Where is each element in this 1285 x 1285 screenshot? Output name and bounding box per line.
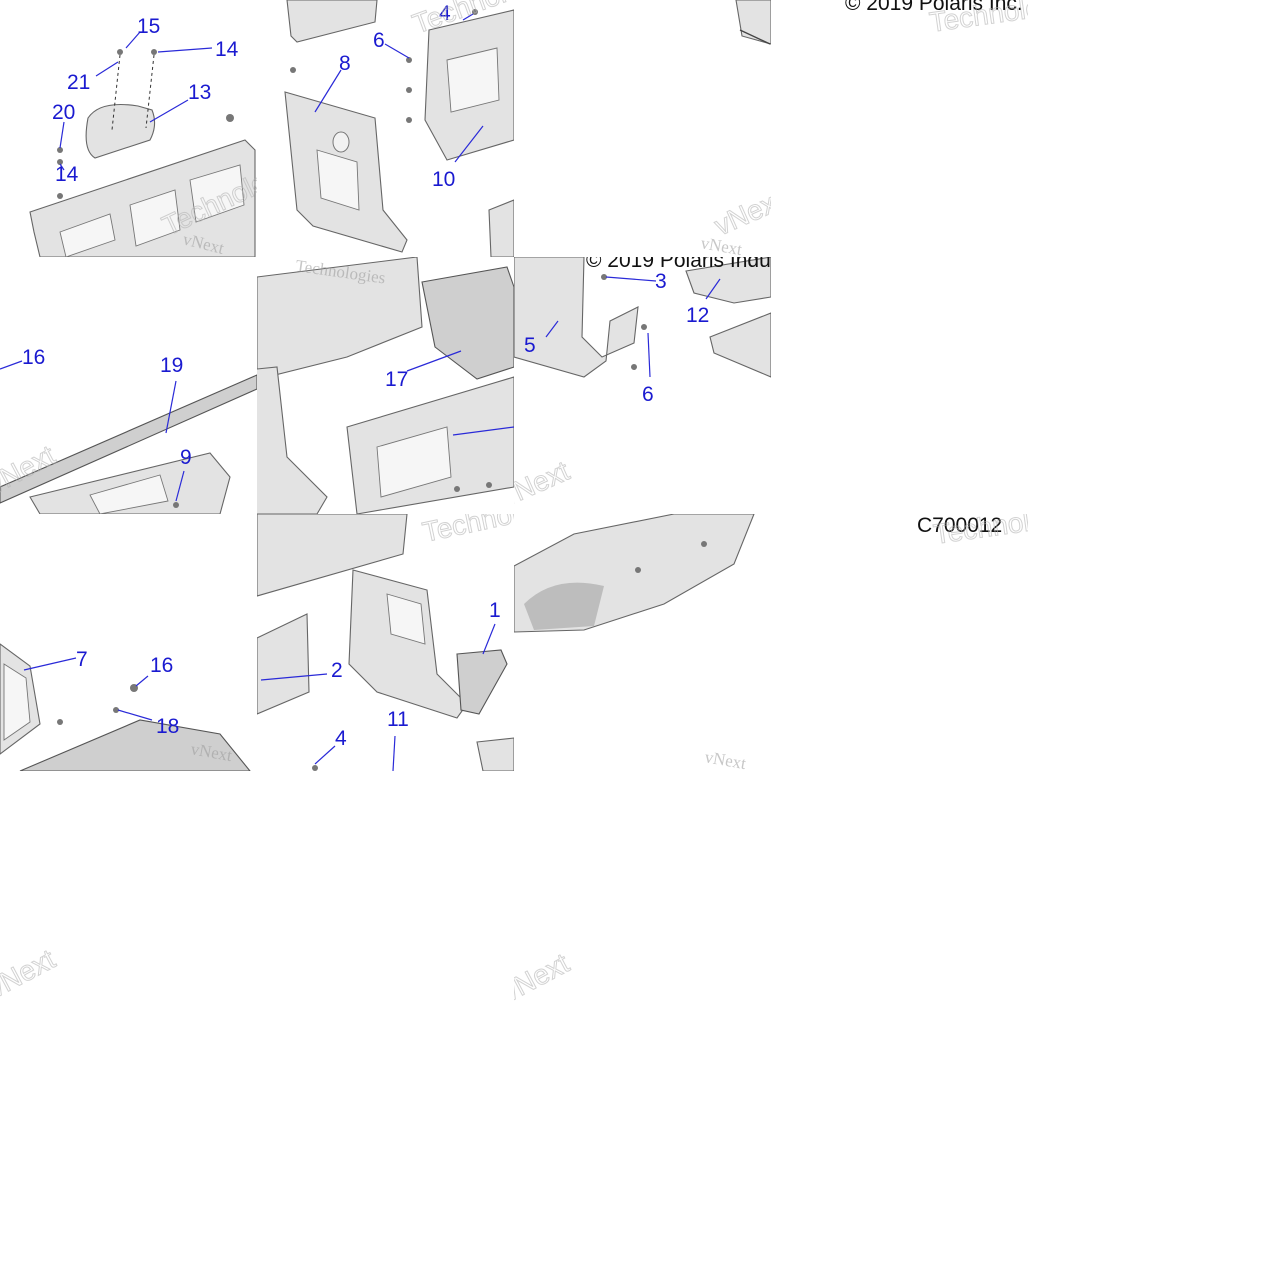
part-2-panel: [257, 613, 310, 715]
callout-7: 7: [76, 648, 88, 671]
tile-r2-c1: 2 1 4 11 Technologies: [257, 514, 514, 771]
watermark-logo-7: vNext: [514, 455, 574, 513]
callout-4-lower: 4: [335, 727, 347, 750]
callout-16: 16: [22, 346, 45, 369]
copyright-alt-text: © 2019 Polaris Industries Inc.: [586, 257, 771, 272]
tile-r0-c2: vNext vNext: [514, 0, 771, 257]
part-dash-panel: [257, 257, 423, 378]
tile-r0-c1: 4 6 8 10 Technologies: [257, 0, 514, 257]
callout-2: 2: [331, 659, 343, 682]
callout-6-top: 6: [373, 29, 385, 52]
part-19-rod: [0, 374, 257, 504]
copyright-text: © 2019 Polaris Inc.: [845, 0, 1023, 15]
watermark-logo-11: Technologies: [932, 514, 1028, 550]
tile-r2-c3: C700012 Technologies: [771, 514, 1028, 771]
callout-10: 10: [432, 168, 455, 191]
callout-14-top: 14: [215, 38, 239, 61]
part-upper-tray: [257, 514, 408, 597]
part-panel-upper: [286, 0, 378, 43]
figure-code: C700012: [917, 514, 1002, 537]
callout-20: 20: [52, 101, 75, 124]
callout-19: 19: [160, 354, 183, 377]
tile-r3-c3: [771, 771, 1028, 1028]
part-side-panel: [348, 569, 468, 719]
callout-5: 5: [524, 334, 536, 357]
callout-12: 12: [686, 304, 709, 327]
watermark-text-10: vNext: [703, 747, 747, 771]
callout-14-bottom: 14: [55, 163, 79, 186]
callout-1: 1: [489, 599, 501, 622]
callout-18: 18: [156, 715, 179, 738]
watermark-logo-9: Technologies: [420, 514, 514, 548]
callout-11: 11: [387, 708, 409, 731]
callout-15: 15: [137, 15, 160, 38]
callout-8: 8: [339, 52, 351, 75]
callout-4-top: 4: [439, 2, 451, 25]
callout-21: 21: [67, 71, 90, 94]
watermark-logo-4: Technologies: [928, 0, 1028, 38]
watermark-logo-5: vNext: [0, 439, 60, 500]
callout-17: 17: [385, 368, 408, 391]
part-fragment: [735, 0, 771, 45]
tile-r1-c1: 17 Technologies: [257, 257, 514, 514]
part-lower-bin: [19, 719, 251, 771]
watermark-logo-12: vNext: [0, 943, 60, 1004]
tile-r0-c3: © 2019 Polaris Inc. Technologies: [771, 0, 1028, 257]
tile-r2-c0: 7 16 18 vNext: [0, 514, 257, 771]
tile-r1-c2: 3 12 5 6 © 2019 Polaris Industries Inc. …: [514, 257, 771, 514]
tile-r2-c2: vNext: [514, 514, 771, 771]
tile-r3-c0: vNext: [0, 771, 257, 1028]
part-13-cover: [85, 103, 156, 159]
tile-r3-c1: [257, 771, 514, 1028]
callout-13: 13: [188, 81, 211, 104]
tile-r3-c2: vNext: [514, 771, 771, 1028]
watermark-logo-13: vNext: [514, 947, 574, 1008]
callout-3: 3: [655, 270, 667, 293]
tile-r1-c3: [771, 257, 1028, 514]
watermark-text-3: vNext: [699, 233, 743, 257]
part-1-bracket: [456, 649, 508, 715]
part-12-plate: [685, 257, 771, 304]
tile-r0-c0: 15 14 21 13 20 14 vNext Technologies: [0, 0, 257, 257]
callout-9: 9: [180, 446, 192, 469]
callout-6-mid: 6: [642, 383, 654, 406]
part-5-frame: [514, 257, 639, 378]
watermark-logo-3: vNext: [710, 184, 771, 242]
part-17-tray: [421, 266, 514, 380]
callout-16-lower: 16: [150, 654, 173, 677]
tile-r1-c0: 16 19 9 vNext: [0, 257, 257, 514]
